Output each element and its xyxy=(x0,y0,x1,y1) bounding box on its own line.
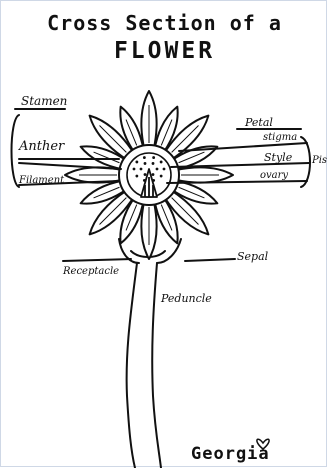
pollen-dot xyxy=(163,168,166,171)
pollen-dot xyxy=(143,156,146,159)
label-stigma: stigma xyxy=(263,133,297,143)
receptacle-leader xyxy=(63,259,131,261)
stamen-bracket xyxy=(12,115,20,187)
pollen-dot xyxy=(152,162,155,165)
label-style: Style xyxy=(264,152,292,163)
pollen-dot xyxy=(135,175,138,178)
label-sepal: Sepal xyxy=(237,251,268,262)
pollen-dot xyxy=(160,161,163,164)
label-filament: Filament xyxy=(19,176,64,186)
pollen-dot xyxy=(140,168,143,171)
student-signature: Georgia xyxy=(191,444,270,464)
label-petal: Petal xyxy=(245,117,273,128)
sepal-leader xyxy=(185,259,235,261)
pollen-dot xyxy=(133,168,136,171)
pistil-bracket xyxy=(301,137,310,187)
label-peduncle: Peduncle xyxy=(161,293,212,304)
pollen-dot xyxy=(152,173,155,176)
pollen-dot xyxy=(152,156,155,159)
label-ovary: ovary xyxy=(260,171,288,181)
pollen-dot xyxy=(156,168,159,171)
pollen-dot xyxy=(144,173,147,176)
label-receptacle: Receptacle xyxy=(63,267,119,277)
stem-right-edge xyxy=(152,263,161,468)
title-line-2: FLOWER xyxy=(1,38,327,64)
pollen-dot xyxy=(144,162,147,165)
label-stamen: Stamen xyxy=(21,95,67,107)
title-line-1: Cross Section of a xyxy=(1,11,327,35)
label-pistil: Pist xyxy=(312,156,327,166)
label-anther: Anther xyxy=(19,140,64,153)
pollen-dot xyxy=(135,161,138,164)
pollen-dot xyxy=(160,175,163,178)
stem-left-edge xyxy=(127,263,137,468)
